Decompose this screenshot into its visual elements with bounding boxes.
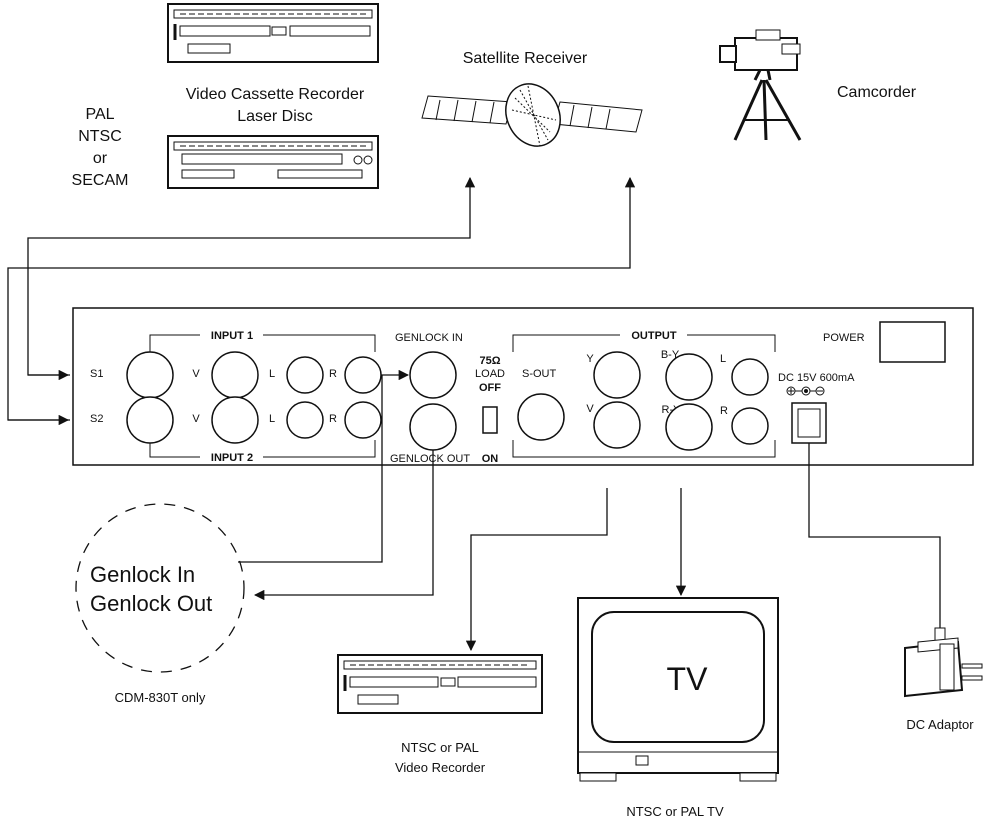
by-port[interactable] xyxy=(665,353,713,401)
source-cables xyxy=(7,176,636,426)
genlock-out-port[interactable] xyxy=(409,403,457,451)
genlock-cables xyxy=(238,369,434,601)
l-out-port[interactable] xyxy=(731,358,769,396)
dc-adaptor-label: DC Adaptor xyxy=(906,717,974,732)
input2-r-label: R xyxy=(329,413,337,425)
satellite-label: Satellite Receiver xyxy=(463,50,588,67)
tv-label: NTSC or PAL TV xyxy=(626,804,724,819)
input1-label: INPUT 1 xyxy=(211,330,253,342)
genlock-bubble xyxy=(75,503,245,673)
input1-l-port[interactable] xyxy=(286,356,324,394)
video-recorder-icon xyxy=(337,654,543,714)
output-group: OUTPUT S-OUT Y B-Y L V R-Y R xyxy=(512,330,776,458)
load-label: LOAD xyxy=(475,368,505,380)
l-out-label: L xyxy=(720,353,726,365)
input2-r-port[interactable] xyxy=(344,401,382,439)
satellite-icon xyxy=(421,83,643,147)
format-ntsc: NTSC xyxy=(78,128,122,145)
format-or: or xyxy=(93,150,108,167)
load-switch[interactable] xyxy=(482,406,498,434)
power-label: POWER xyxy=(823,332,865,344)
genlock-out-bubble-text: Genlock Out xyxy=(90,591,212,616)
s-out-label: S-OUT xyxy=(522,368,557,380)
s2-port[interactable] xyxy=(126,396,174,444)
input2-v-label: V xyxy=(192,413,200,425)
load-on-label: ON xyxy=(482,453,499,465)
y-label: Y xyxy=(586,353,594,365)
y-port[interactable] xyxy=(593,351,641,399)
input1-l-label: L xyxy=(269,368,275,380)
v-out-port[interactable] xyxy=(593,401,641,449)
ry-port[interactable] xyxy=(665,403,713,451)
tv-screen-label: TV xyxy=(667,661,709,697)
r-out-label: R xyxy=(720,405,728,417)
input2-v-port[interactable] xyxy=(211,396,259,444)
input1-v-label: V xyxy=(192,368,200,380)
laserdisc-device-icon xyxy=(167,135,379,189)
recorder-label-line1: NTSC or PAL xyxy=(401,740,479,755)
input2-l-port[interactable] xyxy=(286,401,324,439)
format-secam: SECAM xyxy=(72,172,129,189)
format-list: PAL NTSC or SECAM xyxy=(72,106,129,189)
tv-icon xyxy=(577,597,779,782)
v-out-label: V xyxy=(586,403,594,415)
genlock-in-port[interactable] xyxy=(409,351,457,399)
load-75-label: 75Ω xyxy=(479,355,500,367)
s1-label: S1 xyxy=(90,368,103,380)
s2-label: S2 xyxy=(90,413,103,425)
camcorder-icon xyxy=(719,29,802,141)
input-group: INPUT 1 INPUT 2 S1 V L R S2 V L R xyxy=(90,330,382,464)
input1-r-label: R xyxy=(329,368,337,380)
vcr-label-line1: Video Cassette Recorder xyxy=(186,86,365,103)
dc-rating-label: DC 15V 600mA xyxy=(778,372,855,384)
vcr-device-icon xyxy=(167,3,379,63)
polarity-icon xyxy=(786,386,825,396)
input2-label: INPUT 2 xyxy=(211,452,253,464)
output-label: OUTPUT xyxy=(631,330,677,342)
vcr-label-line2: Laser Disc xyxy=(237,108,313,125)
power-switch[interactable] xyxy=(879,321,946,363)
input1-v-port[interactable] xyxy=(211,351,259,399)
recorder-label-line2: Video Recorder xyxy=(395,760,486,775)
s1-port[interactable] xyxy=(126,351,174,399)
r-out-port[interactable] xyxy=(731,407,769,445)
s-out-port[interactable] xyxy=(517,393,565,441)
load-off-label: OFF xyxy=(479,382,501,394)
cdm-note: CDM-830T only xyxy=(115,690,206,705)
dc-adaptor-icon xyxy=(904,627,983,698)
input1-r-port[interactable] xyxy=(344,356,382,394)
genlock-out-label: GENLOCK OUT xyxy=(390,453,470,465)
camcorder-label: Camcorder xyxy=(837,84,917,101)
power-group: POWER DC 15V 600mA xyxy=(778,321,946,444)
input2-l-label: L xyxy=(269,413,275,425)
format-pal: PAL xyxy=(85,106,114,123)
genlock-group: GENLOCK IN GENLOCK OUT 75Ω LOAD OFF ON xyxy=(390,332,505,465)
genlock-in-bubble-text: Genlock In xyxy=(90,562,195,587)
genlock-in-label: GENLOCK IN xyxy=(395,332,463,344)
output-cables xyxy=(465,443,941,652)
